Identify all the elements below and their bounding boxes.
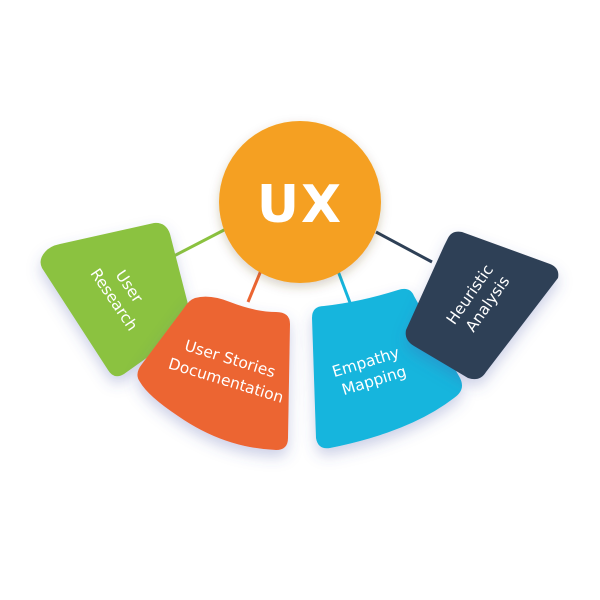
connector-user-stories-documentation <box>246 267 264 303</box>
hub-circle <box>219 121 381 283</box>
hub-label: UX <box>257 175 343 235</box>
node-heuristic-analysis-shape <box>405 231 559 380</box>
connector-empathy-mapping <box>336 270 354 309</box>
hub-ux[interactable]: UX <box>219 121 381 283</box>
node-user-research-shape <box>40 222 193 377</box>
node-heuristic-analysis[interactable]: Heuristic Analysis <box>405 231 559 380</box>
node-user-research[interactable]: User Research <box>40 222 193 377</box>
connector-user-research <box>169 227 227 260</box>
node-user-stories-documentation[interactable]: User Stories Documentation <box>137 296 292 450</box>
node-user-stories-documentation-shape <box>137 296 290 450</box>
connector-heuristic-analysis <box>375 230 433 264</box>
